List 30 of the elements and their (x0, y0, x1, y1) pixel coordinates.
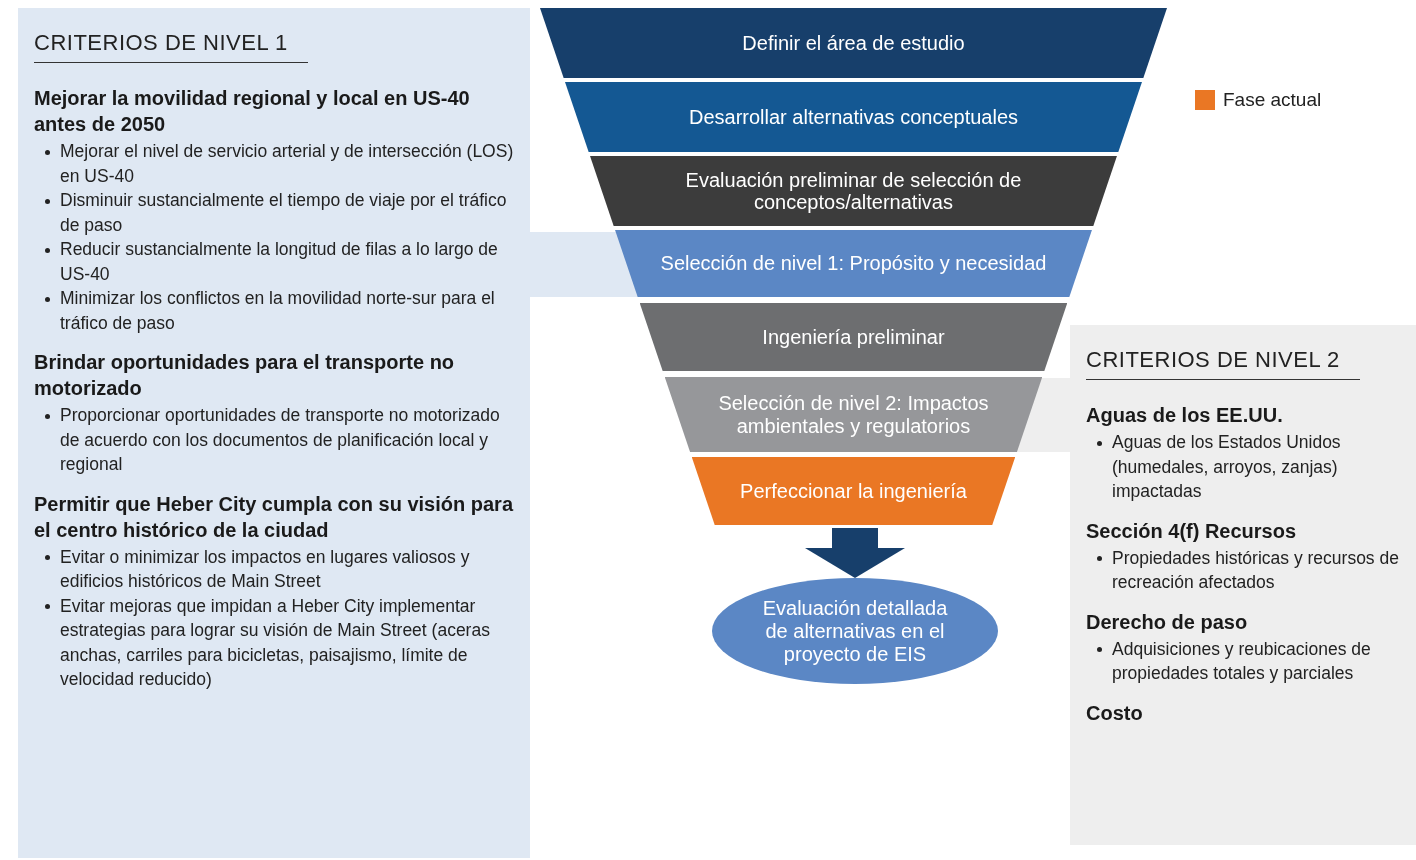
bullet-item: Evitar mejoras que impidan a Heber City implementar estrategias para lograr su visión de Main Street (aceras anchas, carriles para bicicletas, paisajismo, límite de velocidad reducido) (40, 593, 514, 692)
legend-label: Fase actual (1223, 89, 1322, 111)
criteria-panel (18, 8, 530, 858)
bullet-item: Adquisiciones y reubicaciones de propiedades totales y parciales (1092, 636, 1400, 686)
bullet-item: Mejorar el nivel de servicio arterial y de intersección (LOS) en US-40 (40, 139, 514, 188)
bullet-item: Propiedades históricas y recursos de recreación afectados (1092, 545, 1400, 595)
funnel-band: Perfeccionar la ingeniería (691, 457, 1016, 525)
funnel-band: Selección de nivel 2: Impactos ambientales y regulatorios (664, 377, 1043, 452)
bullet-item: Aguas de los Estados Unidos (humedales, arroyos, zanjas) impactadas (1092, 430, 1400, 504)
funnel-band: Definir el área de estudio (540, 8, 1167, 78)
bullet-item: Disminuir sustancialmente el tiempo de viaje por el tráfico de paso (40, 188, 514, 237)
section-heading: Sección 4(f) Recursos (1086, 518, 1298, 544)
section-heading: Aguas de los EE.UU. (1086, 403, 1284, 428)
panel-heading: CRITERIOS DE NIVEL 1 (34, 30, 308, 63)
ellipse-node: Evaluación detallada de alternativas en el proyecto de EIS (712, 578, 998, 684)
bullet-item: Reducir sustancialmente la longitud de filas a lo largo de US-40 (40, 237, 514, 286)
bullet-item: Evitar o minimizar los impactos en lugares valiosos y edificios históricos de Main Street (40, 544, 514, 594)
bullet-item: Minimizar los conflictos en la movilidad norte-sur para el tráfico de paso (40, 286, 514, 335)
funnel-band: Evaluación preliminar de selección de conceptos/alternativas (590, 156, 1117, 226)
bullet-item: Proporcionar oportunidades de transporte no motorizado de acuerdo con los documentos de planificación local y regional (40, 403, 514, 477)
section-heading: Mejorar la movilidad regional y local en US-40 antes de 2050 (34, 86, 471, 137)
section-heading: Costo (1086, 700, 1144, 726)
section-heading: Permitir que Heber City cumpla con su visión para el centro histórico de la ciudad (34, 491, 514, 543)
panel-heading: CRITERIOS DE NIVEL 2 (1086, 347, 1360, 380)
funnel-band: Desarrollar alternativas conceptuales (565, 82, 1142, 152)
criteria-panel (1070, 325, 1416, 845)
section-heading: Brindar oportunidades para el transporte no motorizado (34, 350, 456, 401)
funnel-band: Ingeniería preliminar (639, 303, 1068, 371)
funnel-band: Selección de nivel 1: Propósito y necesidad (615, 230, 1092, 297)
section-heading: Derecho de paso (1086, 609, 1249, 635)
